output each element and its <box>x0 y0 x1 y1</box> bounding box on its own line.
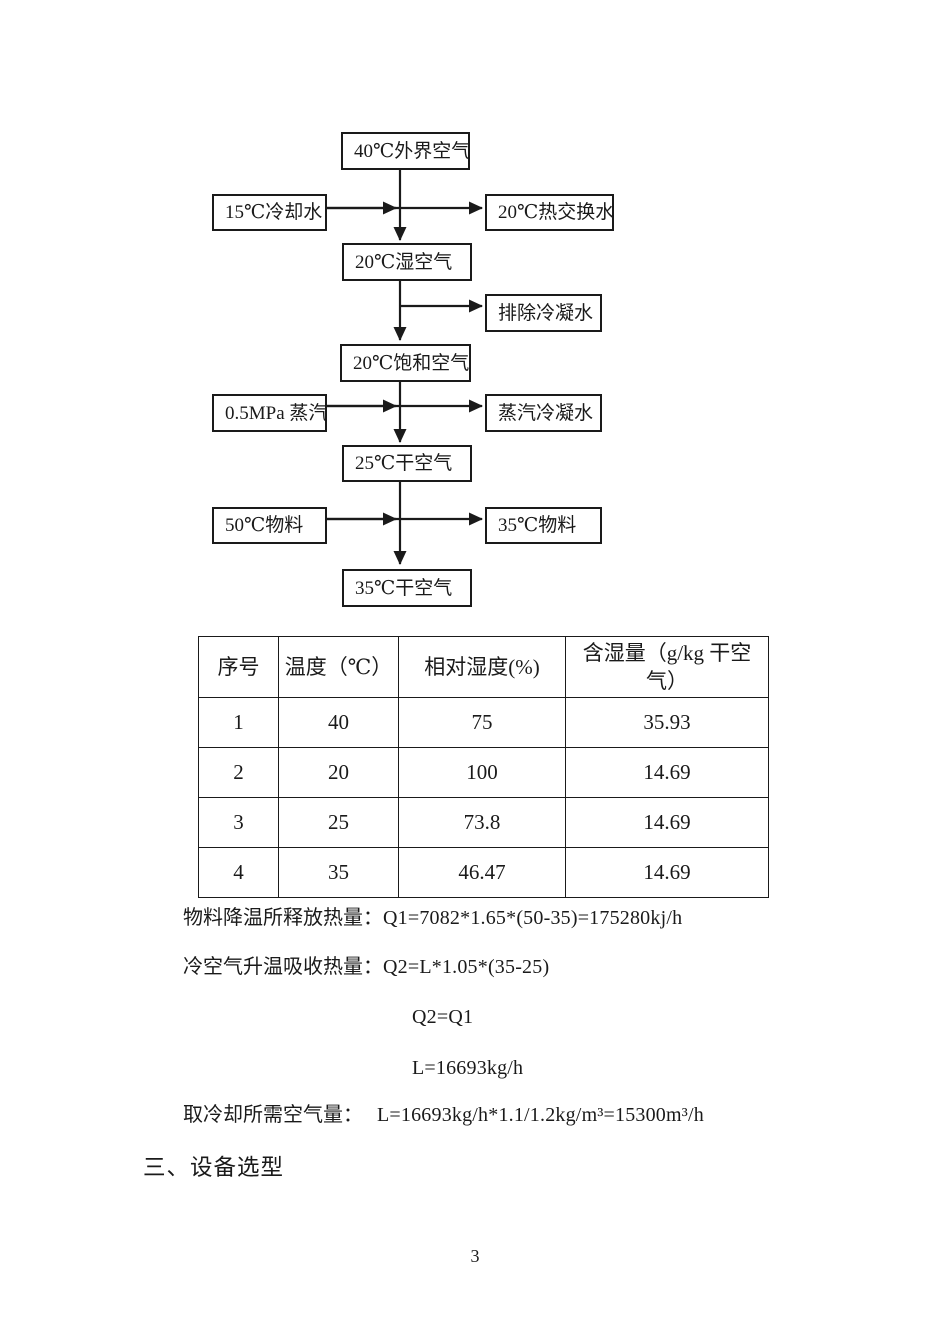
table-cell: 35 <box>278 847 399 898</box>
calc-line-q2-equals-q1: Q2=Q1 <box>412 1005 473 1029</box>
header-serial: 序号 <box>198 636 279 698</box>
flow-box-material-50c: 50℃物料 <box>212 507 327 544</box>
table-row: 3 25 73.8 14.69 <box>198 797 769 848</box>
calc-label: 冷空气升温吸收热量： <box>183 956 383 978</box>
calc-formula: Q2=Q1 <box>412 1006 474 1028</box>
calc-line-required-air-volume: 取冷却所需空气量： L=16693kg/h*1.1/1.2kg/m³=15300m… <box>183 1103 704 1127</box>
table-header-row: 序号 温度（℃） 相对湿度(%) 含湿量（g/kg 干空气） <box>198 636 769 698</box>
header-relative-humidity: 相对湿度(%) <box>398 636 566 698</box>
table-row: 1 40 75 35.93 <box>198 697 769 748</box>
table-cell: 46.47 <box>398 847 566 898</box>
process-flowchart: 40℃外界空气 15℃冷却水 20℃热交换水 20℃湿空气 排除冷凝水 20℃饱… <box>0 0 950 625</box>
table-cell: 1 <box>198 697 279 748</box>
table-cell: 20 <box>278 747 399 798</box>
table-cell: 14.69 <box>565 797 769 848</box>
flow-box-exchange-water-20c: 20℃热交换水 <box>485 194 614 231</box>
calc-formula: L=16693kg/h <box>412 1057 524 1079</box>
flow-box-dry-air-35c: 35℃干空气 <box>342 569 472 607</box>
calc-formula: L=16693kg/h*1.1/1.2kg/m³=15300m³/h <box>377 1104 704 1126</box>
calc-label: 物料降温所释放热量： <box>183 907 383 929</box>
section-heading: 三、设备选型 <box>143 1155 285 1180</box>
table-row: 4 35 46.47 14.69 <box>198 847 769 898</box>
table-cell: 73.8 <box>398 797 566 848</box>
table-cell: 14.69 <box>565 847 769 898</box>
calc-formula: Q1=7082*1.65*(50-35)=175280kj/h <box>383 907 683 929</box>
table-cell: 40 <box>278 697 399 748</box>
page-number: 3 <box>470 1246 480 1266</box>
flow-box-cooling-water-15c: 15℃冷却水 <box>212 194 327 231</box>
calc-line-air-mass-flow: L=16693kg/h <box>412 1056 523 1080</box>
table-cell: 75 <box>398 697 566 748</box>
flow-arrows <box>327 169 483 565</box>
flow-box-material-35c: 35℃物料 <box>485 507 602 544</box>
flow-box-ambient-air-40c: 40℃外界空气 <box>341 132 470 170</box>
table-row: 2 20 100 14.69 <box>198 747 769 798</box>
flow-box-humid-air-20c: 20℃湿空气 <box>342 243 472 281</box>
calc-line-material-heat: 物料降温所释放热量：Q1=7082*1.65*(50-35)=175280kj/… <box>183 906 682 930</box>
table-cell: 14.69 <box>565 747 769 798</box>
header-temperature: 温度（℃） <box>278 636 399 698</box>
header-moisture-content: 含湿量（g/kg 干空气） <box>565 636 769 698</box>
flow-box-dry-air-25c: 25℃干空气 <box>342 445 472 482</box>
calc-label: 取冷却所需空气量： <box>183 1104 363 1126</box>
table-cell: 2 <box>198 747 279 798</box>
flow-box-saturated-air-20c: 20℃饱和空气 <box>340 344 471 382</box>
table-cell: 3 <box>198 797 279 848</box>
calc-formula: Q2=L*1.05*(35-25) <box>383 956 550 978</box>
table-cell: 25 <box>278 797 399 848</box>
table-cell: 100 <box>398 747 566 798</box>
flow-box-steam-05mpa: 0.5MPa 蒸汽 <box>212 394 327 432</box>
table-cell: 35.93 <box>565 697 769 748</box>
humidity-table: 序号 温度（℃） 相对湿度(%) 含湿量（g/kg 干空气） 1 40 75 3… <box>198 636 769 898</box>
flow-box-remove-condensate: 排除冷凝水 <box>485 294 602 332</box>
table-cell: 4 <box>198 847 279 898</box>
flow-box-steam-condensate: 蒸汽冷凝水 <box>485 394 602 432</box>
calc-line-cold-air-heat: 冷空气升温吸收热量：Q2=L*1.05*(35-25) <box>183 955 549 979</box>
